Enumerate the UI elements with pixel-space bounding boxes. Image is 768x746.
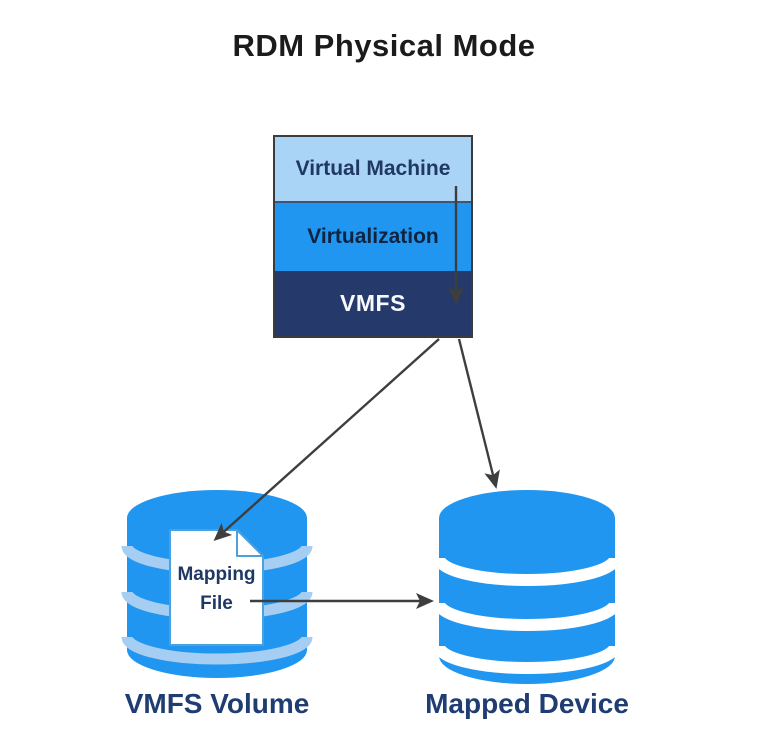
mapped-device-cylinder-body [439, 490, 615, 684]
vmfs-volume-label: VMFS Volume [124, 688, 310, 719]
mapped-device-cylinder-gap-2 [433, 602, 621, 631]
mapping-file-label: Mapping File [177, 564, 256, 614]
layer-vmfs-label: VMFS [340, 290, 406, 316]
vmfs-volume-cylinder-band-3 [121, 636, 313, 665]
document-fold-corner [236, 529, 264, 557]
layer-virtual-machine-label: Virtual Machine [295, 157, 451, 180]
mapped-device-cylinder-gap-1 [433, 557, 621, 586]
arrow-vmfs-to-mapped-device [457, 338, 500, 489]
layer-virtual-machine: Virtual Machine [275, 137, 471, 203]
stack-box: Virtual Machine Virtualization VMFS [273, 135, 473, 338]
mapped-device-label: Mapped Device [425, 688, 629, 719]
arrow-vmfs-to-mapping-file [213, 338, 440, 542]
mapped-device-cylinder-gap-3 [433, 645, 621, 674]
layer-virtualization: Virtualization [275, 203, 471, 271]
diagram-title: RDM Physical Mode [232, 28, 536, 63]
layer-virtualization-label: Virtualization [307, 225, 439, 248]
layer-vmfs: VMFS [275, 271, 471, 336]
mapped-device-cylinder-icon [433, 490, 621, 684]
